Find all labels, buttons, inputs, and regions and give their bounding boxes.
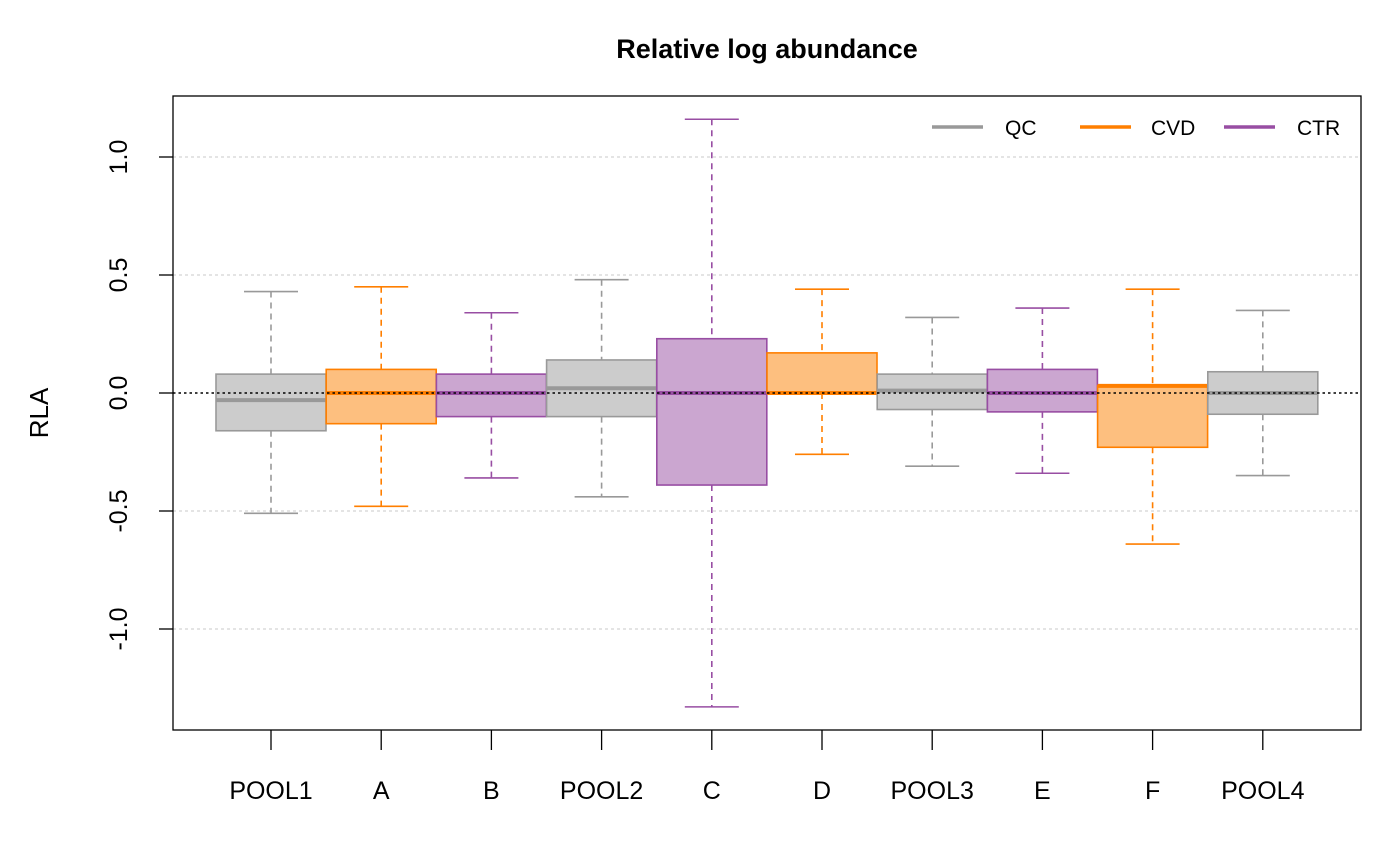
plot-frame: [172, 95, 1362, 731]
grid-lines: [173, 156, 1361, 630]
legend-label: CTR: [1297, 117, 1340, 140]
x-tick-label: A: [373, 777, 390, 805]
box-pool3: [876, 316, 989, 467]
y-axis-title: RLA: [24, 387, 54, 438]
y-tick-label: -0.5: [105, 489, 133, 532]
x-tick-label: C: [703, 777, 721, 805]
box-body: [435, 373, 548, 418]
box-e: [986, 307, 1099, 475]
legend-item-cvd: CVD: [1080, 117, 1195, 140]
y-tick-label: 0.0: [105, 376, 133, 411]
x-tick-label: D: [813, 777, 831, 805]
box-body: [1096, 385, 1209, 449]
legend: QC CVD CTR: [932, 117, 1340, 140]
chart-title: Relative log abundance: [616, 34, 918, 64]
x-tick-label: B: [483, 777, 500, 805]
x-tick-label: POOL2: [560, 777, 643, 805]
x-tick-label: F: [1145, 777, 1160, 805]
y-tick-label: -1.0: [105, 607, 133, 650]
x-tick-label: POOL1: [229, 777, 312, 805]
box-d: [766, 288, 878, 456]
box-pool1: [215, 290, 327, 515]
box-body: [215, 373, 327, 432]
box-a: [325, 285, 438, 508]
box-body: [655, 337, 768, 486]
box-body: [325, 368, 438, 425]
box-body: [986, 368, 1099, 413]
box-pool2: [545, 278, 658, 498]
boxes: [215, 118, 1319, 708]
legend-item-ctr: CTR: [1224, 117, 1340, 140]
y-tick-label: 0.5: [105, 258, 133, 293]
box-f: [1096, 288, 1209, 545]
x-tick-label: E: [1034, 777, 1051, 805]
x-axis: POOL1 A B POOL2 C D POOL3 E F POOL4: [229, 730, 1305, 805]
y-tick-label: 1.0: [105, 140, 133, 175]
box-c: [655, 118, 768, 708]
box-b: [435, 311, 548, 479]
y-axis: -1.0 -0.5 0.0 0.5 1.0: [105, 140, 173, 651]
x-tick-label: POOL3: [891, 777, 974, 805]
x-tick-label: POOL4: [1221, 777, 1304, 805]
legend-label: CVD: [1151, 117, 1195, 140]
legend-item-qc: QC: [932, 117, 1037, 140]
box-body: [766, 352, 878, 394]
legend-label: QC: [1005, 117, 1037, 140]
